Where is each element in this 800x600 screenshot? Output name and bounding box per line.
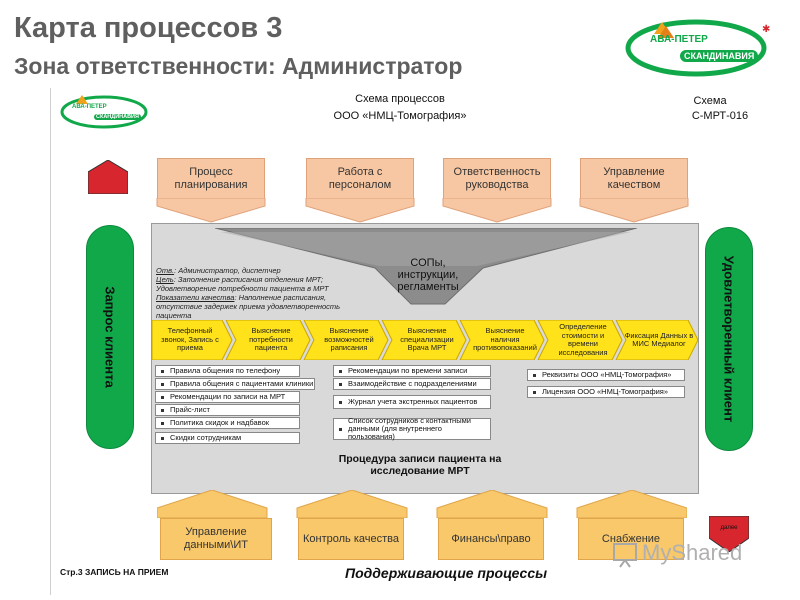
doc-header-scheme: Схема <box>693 95 727 107</box>
step-2-label: Выяснение потребности пациента <box>249 326 293 353</box>
regulations-funnel <box>215 228 638 305</box>
support-processes-label: Поддерживающие процессы <box>345 565 548 581</box>
doc-header-title: Схема процессов <box>355 93 445 105</box>
doc-item: Рекомендации по времени записи <box>333 365 491 377</box>
support-process-finance-law: Финансы\право <box>438 518 544 560</box>
slide-title: Карта процессов 3 <box>14 12 283 44</box>
doc-header-code: С-МРТ-016 <box>691 110 749 122</box>
step-chevron-4 <box>381 320 467 360</box>
procedure-title: Процедура записи пациента на исследовани… <box>338 453 502 477</box>
doc-item: Реквизиты ООО «НМЦ-Томография» <box>527 369 685 381</box>
logo-swoosh-small-icon <box>60 95 148 129</box>
funnel-label-line1: СОПы, <box>410 257 446 269</box>
step-7-label: Фиксация Данных в МИС Медиалог <box>624 330 694 348</box>
doc-item: Прайс-лист <box>155 404 300 416</box>
doc-item: Рекомендации по записи на МРТ <box>155 391 300 403</box>
client-request-pill: Запрос клиента <box>86 225 134 449</box>
company-logo-top: ✱ АВА-ПЕТЕР СКАНДИНАВИЯ <box>622 14 782 80</box>
mgmt-process-planning: Процесс планирования <box>157 158 265 200</box>
red-pentagon-down-icon <box>708 515 750 553</box>
notes-kpi: Показатели качества: Наполнение расписан… <box>156 293 341 320</box>
svg-text:✱: ✱ <box>762 24 770 35</box>
step-chevron-2 <box>225 320 311 360</box>
process-step-chevrons <box>152 320 698 360</box>
support-process-quality-control: Контроль качества <box>298 518 404 560</box>
step-6-label: Определение стоимости и времени исследов… <box>558 322 608 357</box>
step-5-label: Выяснение наличия противопоказаний <box>473 326 537 353</box>
company-logo-small: АВА-ПЕТЕР СКАНДИНАВИЯ <box>58 92 154 132</box>
doc-header-company: ООО «НМЦ-Томография» <box>333 110 467 122</box>
notes-owner-label: Отв. <box>156 266 175 275</box>
step-chevron-3 <box>303 320 389 360</box>
notes-kpi-label: Показатели качества <box>156 293 235 302</box>
client-request-label: Запрос клиента <box>102 286 118 388</box>
doc-item: Скидки сотрудникам <box>155 432 300 444</box>
notes-owner: Отв.: Администратор, диспетчер <box>156 266 281 275</box>
presentation-icon <box>613 543 637 568</box>
logo-swoosh-icon: ✱ <box>625 19 770 77</box>
watermark: MyShared <box>612 540 762 572</box>
logo-small-line1: АВА-ПЕТЕР <box>72 104 107 110</box>
doc-item: Лицензия ООО «НМЦ-Томография» <box>527 386 685 398</box>
notes-goal: Цель: Заполнение расписания отделения МР… <box>156 275 329 293</box>
logo-line1: АВА-ПЕТЕР <box>650 34 708 45</box>
notes-owner-value: Администратор, диспетчер <box>178 266 281 275</box>
doc-item: Список сотрудников с контактными данными… <box>333 417 491 441</box>
satisfied-client-label: Удовлетворенный клиент <box>721 255 737 423</box>
mgmt-process-quality: Управление качеством <box>580 158 688 200</box>
doc-item: Правила общения по телефону <box>155 365 300 377</box>
step-3-label: Выяснение возможностей рaписания <box>324 326 374 353</box>
red-marker-top <box>87 159 129 195</box>
step-4-label: Выяснение специализации Врача МРТ <box>400 326 454 353</box>
notes-goal-value: Заполнение расписания отделения МРТ; Удо… <box>156 275 329 293</box>
process-notes: Отв.: Администратор, диспетчер Цель: Зап… <box>156 266 356 320</box>
management-down-arrows <box>156 198 689 223</box>
slide-subtitle: Зона ответственности: Администратор <box>14 53 463 79</box>
mgmt-process-leadership: Ответственность руководства <box>443 158 551 200</box>
step-1-label: Телефонный звонок, Запись с приема <box>161 326 219 353</box>
support-process-data-it: Управление данными\ИТ <box>160 518 272 560</box>
support-process-supply: Снабжение <box>578 518 684 560</box>
step-chevron-1 <box>152 320 233 360</box>
doc-item: Взаимодействие с подразделениями <box>333 378 491 390</box>
step-chevron-7 <box>615 320 698 360</box>
logo-line2: СКАНДИНАВИЯ <box>680 50 759 62</box>
watermark-text: MyShared <box>642 540 743 565</box>
red-marker-bottom: далее <box>708 515 750 553</box>
funnel-label: СОПы, инструкции, регламенты <box>386 257 470 293</box>
doc-item: Журнал учета экстренных пациентов <box>333 395 491 409</box>
logo-small-line2: СКАНДИНАВИЯ <box>94 114 141 120</box>
step-chevron-6 <box>537 320 623 360</box>
doc-item: Политика скидок и надбавок <box>155 417 300 429</box>
step-chevron-5 <box>459 320 545 360</box>
support-up-arrows <box>157 490 687 518</box>
mgmt-process-personnel: Работа с персоналом <box>306 158 414 200</box>
funnel-label-line3: регламенты <box>397 281 459 293</box>
satisfied-client-pill: Удовлетворенный клиент <box>705 227 753 451</box>
notes-goal-label: Цель <box>156 275 174 284</box>
notes-kpi-value: Наполнение расписания, отсутствие задерж… <box>156 293 341 320</box>
doc-item: Правила общения с пациентами клиники <box>155 378 315 390</box>
funnel-label-line2: инструкции, <box>397 269 459 281</box>
red-marker-bottom-label: далее <box>720 525 738 531</box>
page-footer: Стр.3 ЗАПИСЬ НА ПРИЕМ <box>60 567 169 577</box>
red-pentagon-icon <box>87 159 129 195</box>
